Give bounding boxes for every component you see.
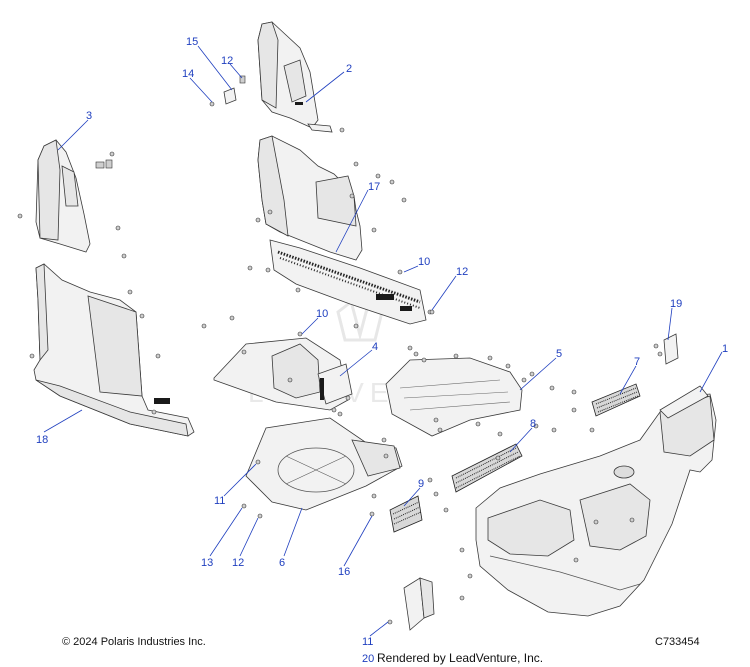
diagram-code: C733454 [655,636,700,648]
part-2-upper-panel [257,21,345,133]
callout-4: 4 [372,341,378,353]
callout-20: 20 [362,653,374,665]
callout-6: 6 [279,557,285,569]
callout-5: 5 [556,348,562,360]
callout-12: 12 [232,557,244,569]
callout-12: 12 [221,55,233,67]
part-19-bracket [653,333,679,365]
callout-14: 14 [182,68,194,80]
part-3-left-side-panel [35,139,91,253]
callout-7: 7 [634,356,640,368]
callout-15: 15 [186,36,198,48]
part-9-small-grille [389,495,423,533]
part-18-left-lower-panel [29,263,195,437]
part-17-center-panel [257,135,427,325]
callout-10: 10 [418,256,430,268]
callout-12: 12 [456,266,468,278]
callout-16: 16 [338,566,350,578]
misc-fasteners [201,75,555,519]
part-6-lower-floor-plate [245,417,403,511]
leader-lines [43,45,723,637]
part-4-floor-bracket [213,331,353,417]
callout-11: 11 [214,495,225,507]
callout-18: 18 [36,434,48,446]
callout-11: 11 [362,636,373,648]
callout-3: 3 [86,110,92,122]
callout-10: 10 [316,308,328,320]
callout-1: 1 [722,343,728,355]
rendered-by-text: Rendered by LeadVenture, Inc. [377,651,544,665]
callout-19: 19 [670,298,682,310]
part-20-bracket [387,577,435,631]
screws-group-17 [247,161,433,357]
part-7-mesh-grille [591,383,641,417]
part-8-mesh-grille [451,443,523,493]
callout-2: 2 [346,63,352,75]
part-5-floor-plate [385,353,527,437]
part-1-rear-tub [459,385,717,617]
copyright-text: © 2024 Polaris Industries Inc. [62,636,206,648]
callout-8: 8 [530,418,536,430]
callout-17: 17 [368,181,380,193]
clips-group-a [17,151,127,259]
callout-9: 9 [418,478,424,490]
callout-13: 13 [201,557,213,569]
callout-labels: 15 12 14 2 3 17 10 12 10 4 19 1 5 7 8 18… [36,36,728,665]
